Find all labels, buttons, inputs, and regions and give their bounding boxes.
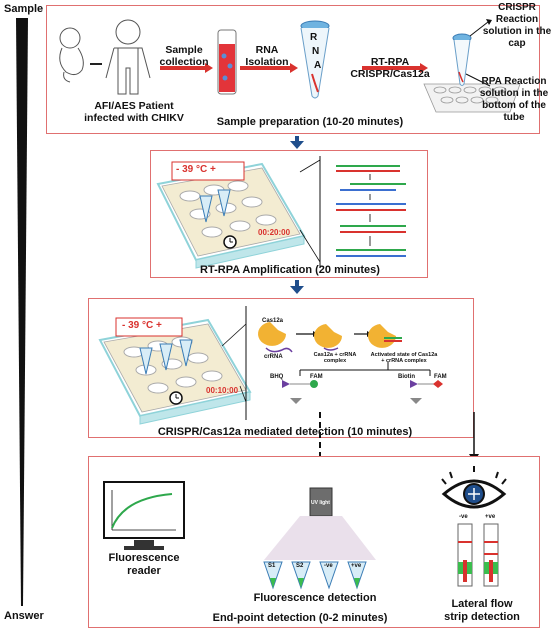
- crispr-note-line1: CRISPR: [498, 2, 536, 13]
- tube-label-s1: S1: [268, 563, 276, 569]
- fluorescence-detection-label: Fluorescence detection: [253, 592, 377, 604]
- crispr-note-line3: solution in the: [482, 26, 552, 37]
- rpa-note-line4: tube: [503, 112, 525, 123]
- timeline-wedge: [16, 18, 28, 606]
- amplification-title: RT-RPA Amplification (20 minutes): [200, 264, 380, 276]
- activated-line1: Activated state of Cas12a: [370, 352, 438, 358]
- activated-line2: + crRNA complex: [381, 358, 427, 364]
- tube-label-pos: +ve: [351, 563, 362, 569]
- crispr-note-line4: cap: [508, 38, 526, 49]
- complex-line1: Cas12a + crRNA: [313, 352, 357, 358]
- complex-label: Cas12a + crRNA complex: [312, 352, 358, 364]
- uv-lamp-icon: [264, 487, 376, 560]
- timeline-bottom-label: Answer: [4, 610, 44, 622]
- lateral-label-line1: Lateral flow: [451, 598, 513, 610]
- amp-timer-display: 00:20:00: [258, 228, 291, 237]
- rpa-note-line1: RPA Reaction: [481, 76, 547, 87]
- fam-label-right: FAM: [434, 374, 447, 380]
- crispr-cap-note: CRISPR Reaction solution in the cap: [482, 2, 552, 50]
- heat-block-icon: [156, 161, 306, 269]
- reader-label-line1: Fluorescence: [108, 552, 180, 564]
- fluorescence-tubes-icon: [263, 561, 367, 590]
- tube-letter-r: R: [310, 32, 318, 43]
- complex-line2: complex: [323, 358, 347, 364]
- rna-tube-icon: [300, 20, 330, 99]
- crispr-note-line2: Reaction: [495, 14, 539, 25]
- lateral-flow-strip-negative: [457, 523, 473, 587]
- biotin-label: Biotin: [398, 374, 415, 380]
- crispr-tube-icon: [452, 33, 472, 86]
- patient-label-line2: infected with CHIKV: [84, 112, 184, 124]
- infant-icon: [59, 27, 84, 83]
- detection-heat-block-icon: [98, 317, 252, 425]
- detect-timer-display: 00:10:00: [206, 386, 239, 395]
- endpoint-title: End-point detection (0-2 minutes): [212, 612, 388, 624]
- lateral-flow-label: Lateral flow strip detection: [432, 598, 532, 624]
- flow-arrows-prep: [160, 63, 428, 73]
- cas12a-label: Cas12a: [262, 318, 284, 324]
- crrna-label: crRNA: [264, 354, 283, 360]
- cas12a-mechanism-icon: [258, 322, 443, 404]
- bhq-label: BHQ: [270, 374, 284, 380]
- patient-label: AFI/AES Patient infected with CHIKV: [84, 100, 184, 124]
- sample-collection-line2: collection: [159, 56, 209, 68]
- blood-tube-icon: [217, 29, 237, 95]
- detect-temperature-display: - 39 °C +: [122, 320, 162, 331]
- tube-label-neg: -ve: [324, 563, 333, 569]
- strip-mark-positive: +ve: [485, 514, 496, 520]
- tube-letter-n: N: [312, 46, 320, 57]
- lateral-flow-strip-positive: [483, 523, 499, 587]
- rtrpa-label-line1: RT-RPA: [370, 56, 410, 68]
- sample-preparation-graphics: [59, 19, 521, 113]
- clock-icon: [223, 235, 237, 249]
- dna-strands-icon: [336, 165, 406, 257]
- rpa-bottom-note: RPA Reaction solution in the bottom of t…: [476, 76, 552, 124]
- sample-preparation-title: Sample preparation (10-20 minutes): [216, 116, 404, 128]
- detection-clock-icon: [169, 391, 183, 405]
- rtrpa-crispr-label: RT-RPA CRISPR/Cas12a: [348, 56, 432, 80]
- sample-collection-label: Sample collection: [158, 44, 210, 68]
- rpa-note-line2: solution in the: [479, 88, 549, 99]
- rna-isolation-line2: Isolation: [245, 56, 289, 68]
- activated-label: Activated state of Cas12a + crRNA comple…: [364, 352, 444, 364]
- tube-rack-icon: [423, 83, 521, 113]
- eye-icon: [441, 466, 507, 509]
- fluorescence-reader-label: Fluorescence reader: [104, 552, 184, 578]
- tube-letter-a: A: [314, 60, 322, 71]
- crispr-detection-title: CRISPR/Cas12a mediated detection (10 min…: [157, 426, 413, 438]
- rpa-note-line3: bottom of the: [482, 100, 546, 111]
- child-icon: [105, 19, 151, 95]
- rtrpa-label-line2: CRISPR/Cas12a: [350, 68, 430, 80]
- strip-mark-negative: -ve: [459, 514, 468, 520]
- rna-isolation-label: RNA Isolation: [238, 44, 296, 68]
- uv-light-label: UV light: [311, 500, 330, 506]
- reader-label-line2: reader: [127, 565, 161, 577]
- fluorescence-reader-icon: [103, 481, 185, 550]
- tube-label-s2: S2: [296, 563, 304, 569]
- timeline-top-label: Sample: [4, 3, 44, 15]
- fam-label-left: FAM: [310, 374, 323, 380]
- rna-isolation-line1: RNA: [255, 44, 279, 56]
- amp-temperature-display: - 39 °C +: [176, 164, 216, 175]
- sample-collection-line1: Sample: [165, 44, 203, 56]
- lateral-label-line2: strip detection: [444, 611, 520, 623]
- patient-label-line1: AFI/AES Patient: [94, 100, 174, 112]
